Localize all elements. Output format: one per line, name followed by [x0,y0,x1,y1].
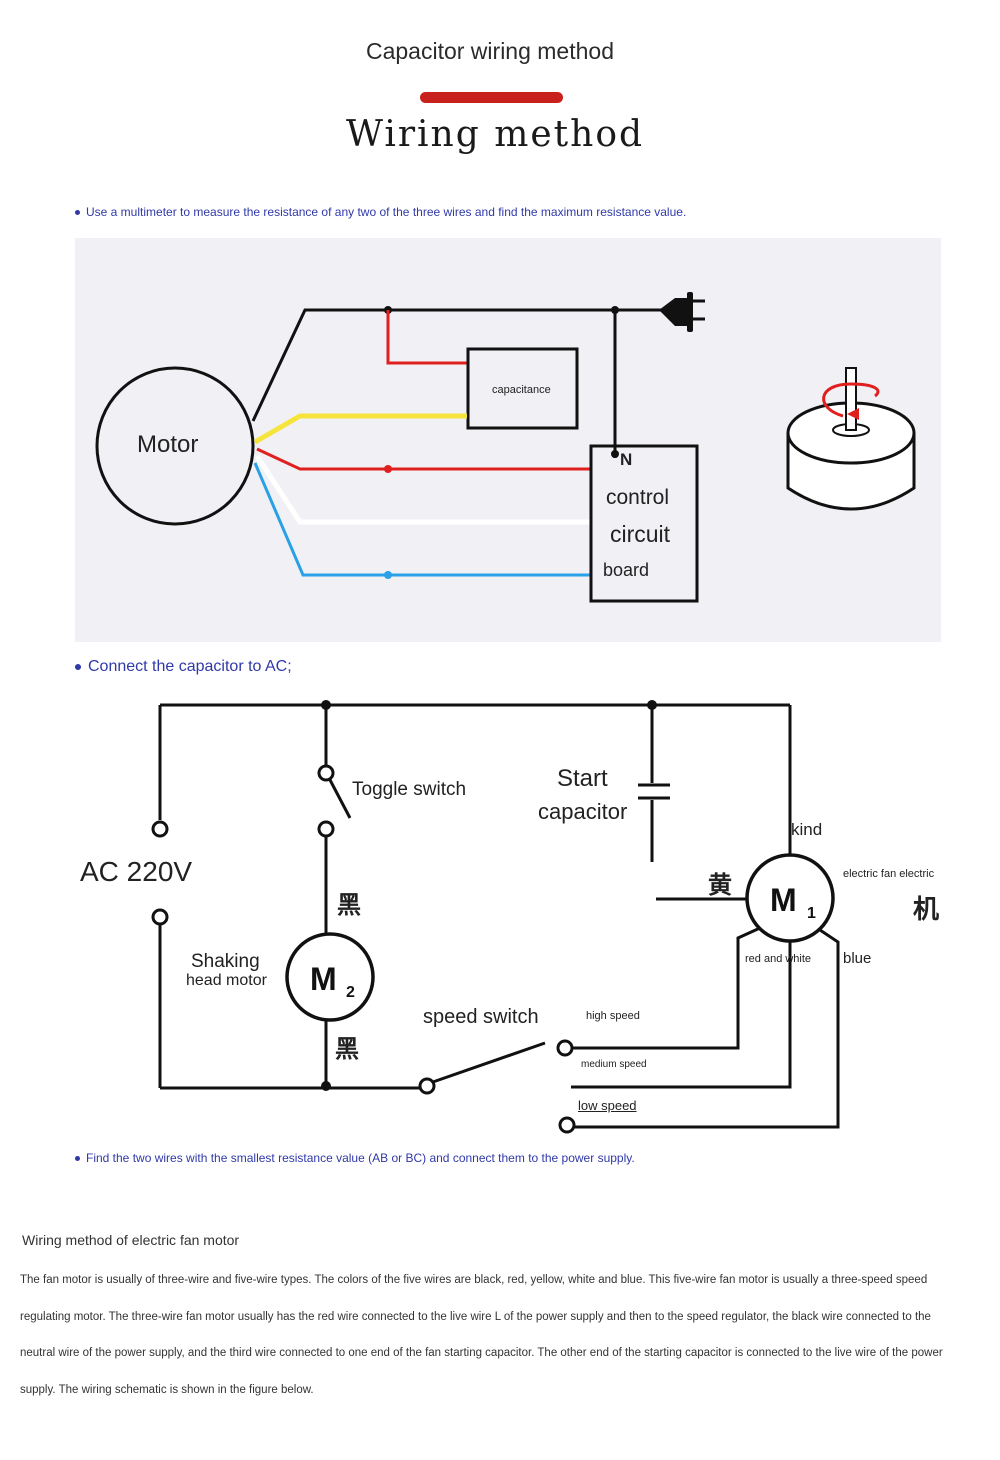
blue-wire [253,462,590,577]
m2-subscript: 2 [346,984,355,1001]
red-capacitor-wire [386,310,467,365]
junction-dot [611,450,619,458]
shaking-motor-label-line-1: Shaking [191,951,260,972]
start-capacitor-label-line-2: capacitor [538,799,628,824]
blue-label: blue [843,950,872,967]
instruction-note-1-text: Use a multimeter to measure the resistan… [86,205,687,219]
body-paragraph: The fan motor is usually of three-wire a… [20,1274,943,1396]
red-white-label: red and white [745,953,812,965]
white-wire [254,454,590,525]
body-section-title: Wiring method of electric fan motor [22,1232,240,1248]
neutral-n-label: N [620,450,633,469]
junction-dot [611,306,619,314]
bullet-icon [75,1156,80,1162]
wiring-diagram-1-panel: Motor capacitance N control circuit boar… [75,238,941,642]
board-label-line-3: board [603,560,650,580]
fan-motor-label: electric fan electric [843,868,935,880]
terminal-dots [151,700,657,1134]
m1-motor-circle [745,853,835,943]
bullet-icon [75,663,81,670]
bullet-icon [75,210,80,216]
page-title: Wiring method [345,114,645,155]
shaking-motor-label-line-2: head motor [186,972,267,989]
instruction-note-3-text: Find the two wires with the smallest res… [86,1151,635,1165]
toggle-switch-label: Toggle switch [352,779,467,800]
instruction-note-2: Connect the capacitor to AC; [75,658,292,676]
red-wire [256,447,590,471]
junction-dot [384,465,392,473]
instruction-note-2-text: Connect the capacitor to AC; [88,658,292,675]
yellow-wire-char: 黄 [708,872,732,899]
wiring-diagram-1 [95,292,916,603]
black-wire-char-top: 黑 [337,892,361,919]
board-label-line-2: circuit [610,521,671,547]
start-capacitor-label-line-1: Start [557,765,608,792]
capacitor-box [466,347,579,430]
motor-cylinder-icon [786,367,916,511]
circuit-lines [158,703,840,1129]
kind-label: kind [791,820,823,839]
plug-icon [659,292,705,332]
capacitor-label: capacitance [492,384,551,396]
high-speed-label: high speed [586,1010,640,1022]
board-label-line-1: control [606,486,670,509]
page-subtitle: Capacitor wiring method [365,38,614,64]
m1-subscript: 1 [807,905,816,922]
m1-label: M [770,882,797,918]
fan-motor-char: 机 [913,894,940,924]
ac-voltage-label: AC 220V [80,856,193,887]
m2-motor-circle [285,932,375,1022]
control-board-box [589,444,699,603]
low-speed-label: low speed [578,1098,637,1113]
yellow-wire [253,413,467,445]
rotation-arrow-icon [822,382,880,420]
black-wire-char-bottom: 黑 [335,1036,359,1063]
m2-label: M [310,961,337,997]
header-accent-bar [420,92,563,103]
black-wire [251,308,615,422]
motor-label: Motor [137,431,199,458]
speed-switch-label: speed switch [423,1006,539,1028]
motor-circle [95,366,255,526]
instruction-note-1: Use a multimeter to measure the resistan… [75,205,686,219]
junction-dot [384,571,392,579]
medium-speed-label: medium speed [581,1059,647,1070]
instruction-note-3: Find the two wires with the smallest res… [75,1151,635,1165]
